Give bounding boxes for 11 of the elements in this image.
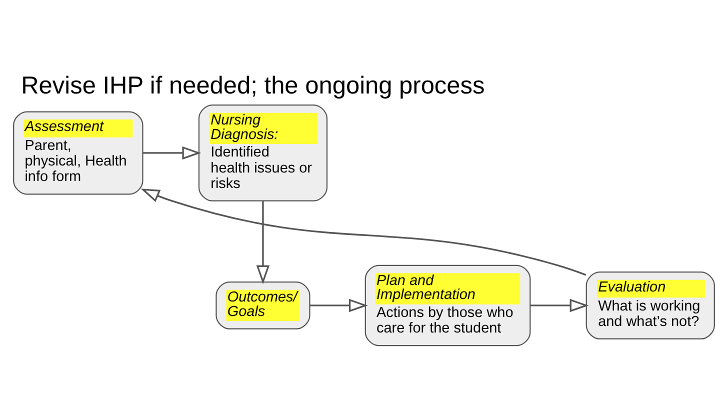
arrow [140, 188, 586, 276]
node-box: Evaluation What is working and what’s not? [586, 272, 715, 340]
arrow [256, 201, 270, 284]
arrow [310, 298, 368, 312]
arrow [142, 146, 202, 160]
node-box: Nursing Diagnosis: Identified health issues or risks [198, 104, 328, 202]
node-box: Plan and Implementation Actions by those who care for the student [364, 264, 531, 346]
node-box: Assessment Parent, physical, Health info form [13, 111, 144, 195]
diagram-title: Revise IHP if needed; the ongoing process [21, 72, 485, 100]
arrow [530, 298, 589, 312]
node-box: Outcomes/ Goals [216, 282, 310, 330]
